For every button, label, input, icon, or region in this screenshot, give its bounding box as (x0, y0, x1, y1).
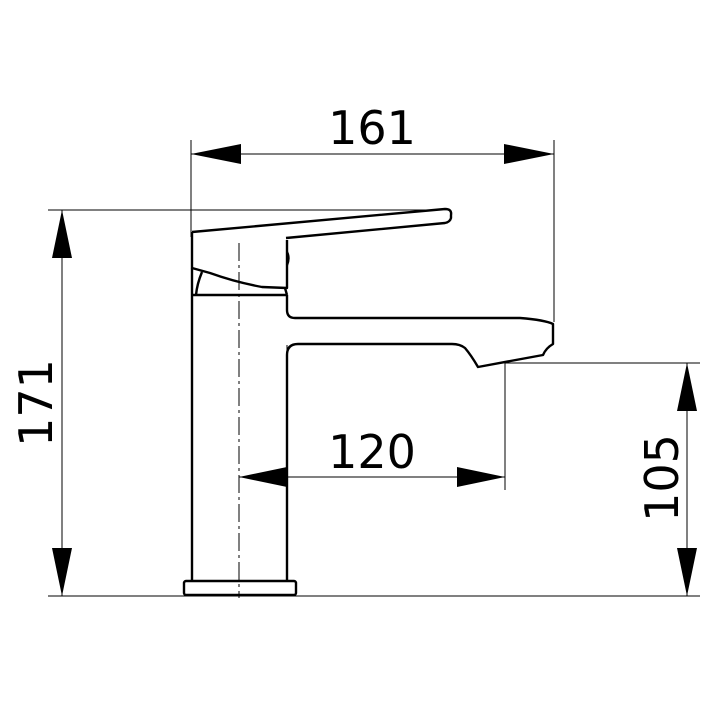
handle-lever (191, 207, 453, 240)
handle-collar (194, 271, 204, 296)
arrowhead-right-icon (457, 467, 505, 487)
dimension-label-105: 105 (635, 434, 689, 522)
arrowhead-down-icon (52, 548, 72, 596)
dimension-overall-width: 161 (191, 101, 554, 164)
dimension-spout-reach: 120 (239, 425, 505, 487)
dimension-label-161: 161 (328, 101, 416, 155)
dimension-spout-height: 105 (635, 363, 697, 596)
arrowhead-up-icon (52, 210, 72, 258)
dimension-label-171: 171 (9, 359, 63, 447)
handle-body (190, 232, 289, 290)
arrowhead-left-icon (191, 144, 241, 164)
dimension-overall-height: 171 (9, 210, 72, 596)
spout-top (285, 295, 555, 369)
arrowhead-up-icon (677, 363, 697, 411)
dimension-label-120: 120 (328, 425, 416, 479)
arrowhead-right-icon (504, 144, 554, 164)
base-plate (182, 579, 298, 597)
arrowhead-down-icon (677, 548, 697, 596)
extension-lines (48, 140, 700, 597)
arrowhead-left-icon (239, 467, 287, 487)
faucet-outline (182, 207, 555, 598)
